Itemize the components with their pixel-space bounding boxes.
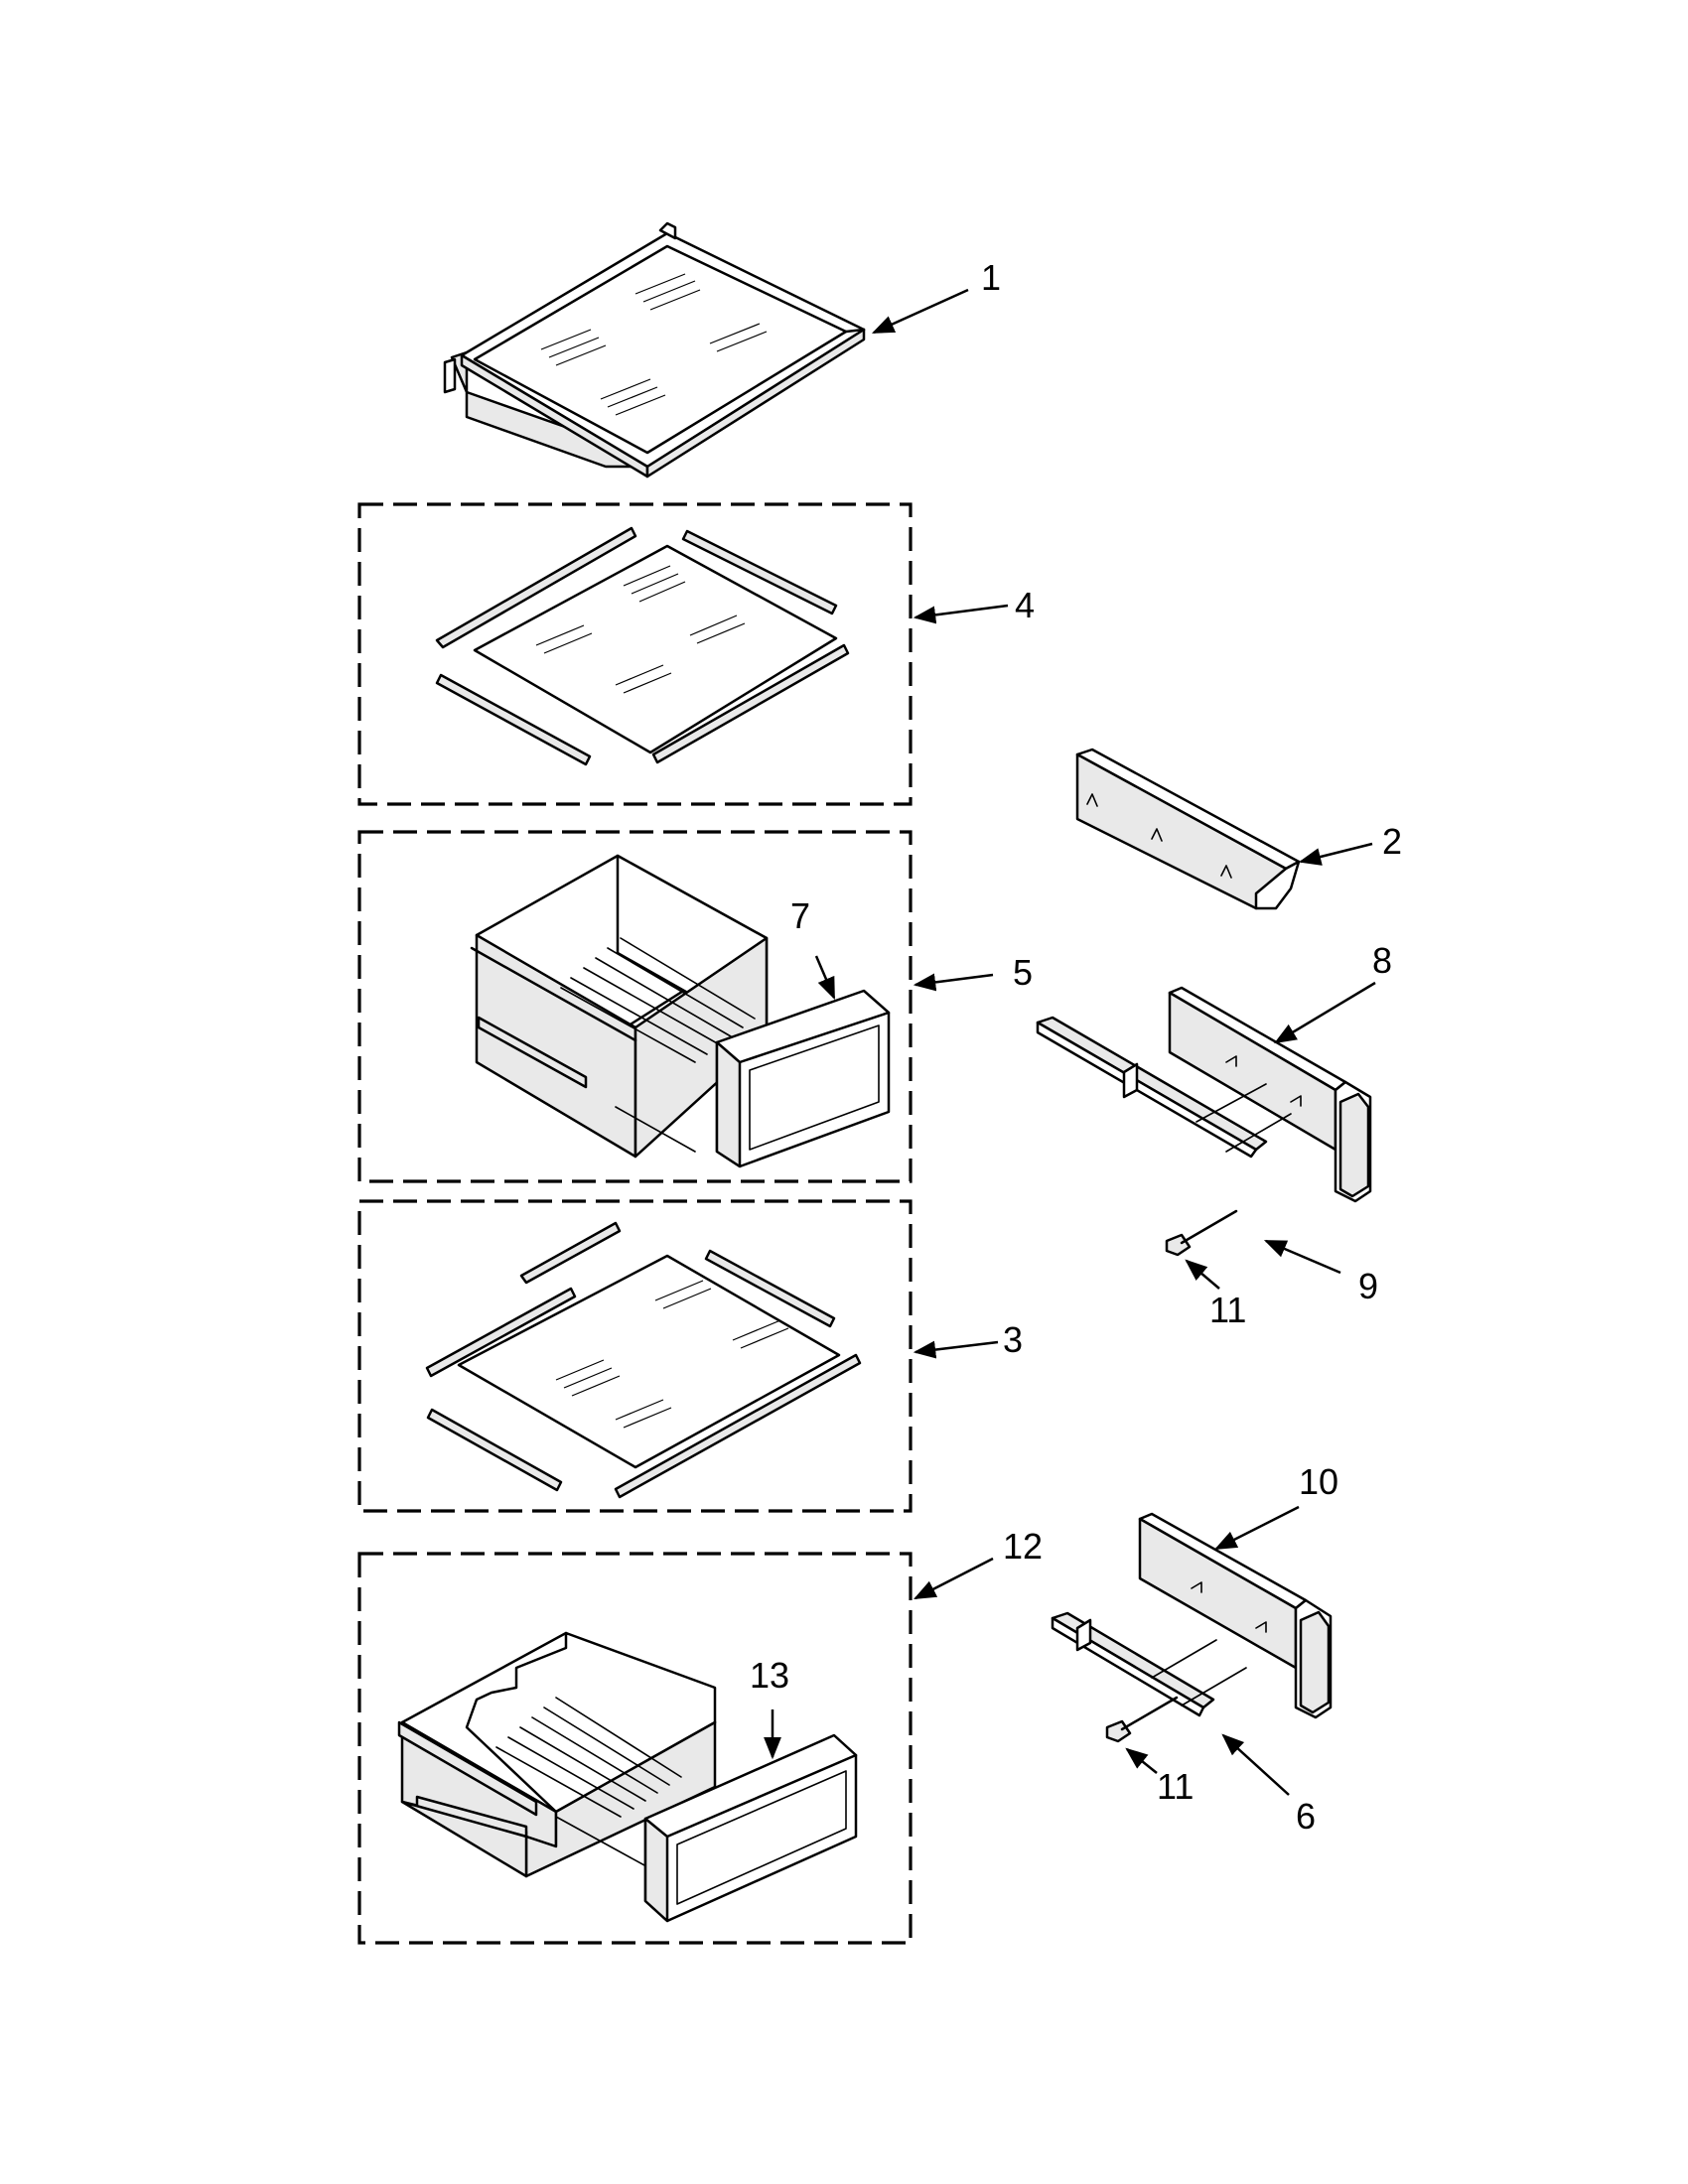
callout-12: 12 bbox=[913, 1526, 1043, 1600]
callout-8-label: 8 bbox=[1372, 940, 1392, 981]
callout-13-label: 13 bbox=[750, 1655, 789, 1696]
callout-7: 7 bbox=[790, 895, 836, 1001]
callout-11-b: 11 bbox=[1125, 1747, 1194, 1807]
callout-9-label: 9 bbox=[1358, 1266, 1378, 1306]
part-9-slide bbox=[1036, 1016, 1292, 1159]
callout-11-a: 11 bbox=[1185, 1259, 1246, 1330]
callout-1-label: 1 bbox=[981, 257, 1001, 298]
callout-11b-label: 11 bbox=[1157, 1766, 1194, 1807]
callout-4: 4 bbox=[913, 585, 1035, 625]
part-10-cover bbox=[1138, 1512, 1333, 1719]
part-2-rail bbox=[1075, 748, 1301, 910]
callout-1: 1 bbox=[871, 257, 1001, 335]
part-6-slide bbox=[1051, 1611, 1247, 1717]
callout-12-label: 12 bbox=[1003, 1526, 1043, 1567]
callout-3: 3 bbox=[913, 1319, 1023, 1360]
callout-11a-label: 11 bbox=[1209, 1290, 1246, 1330]
callout-2-label: 2 bbox=[1382, 821, 1402, 862]
part-11-screw-b bbox=[1105, 1696, 1179, 1743]
part-1-shelf-assembly bbox=[443, 221, 866, 478]
callout-2: 2 bbox=[1298, 821, 1402, 866]
part-11-screw-a bbox=[1165, 1209, 1238, 1257]
callout-5-label: 5 bbox=[1013, 952, 1033, 993]
part-3-shelf-kit bbox=[357, 1199, 913, 1513]
callout-5: 5 bbox=[913, 952, 1033, 993]
callout-4-label: 4 bbox=[1015, 585, 1035, 625]
part-5-drawer-kit bbox=[357, 830, 913, 1183]
part-12-drawer-kit bbox=[357, 1552, 913, 1945]
callout-6-label: 6 bbox=[1296, 1796, 1316, 1837]
callout-10-label: 10 bbox=[1299, 1461, 1338, 1502]
callout-8: 8 bbox=[1274, 940, 1392, 1044]
callout-10: 10 bbox=[1213, 1461, 1338, 1551]
callout-13: 13 bbox=[750, 1655, 789, 1760]
callout-3-label: 3 bbox=[1003, 1319, 1023, 1360]
part-8-cover bbox=[1168, 986, 1372, 1203]
callout-6: 6 bbox=[1221, 1733, 1316, 1837]
callout-7-label: 7 bbox=[790, 895, 810, 936]
part-4-shelf-kit bbox=[357, 502, 913, 806]
callout-9: 9 bbox=[1263, 1239, 1378, 1306]
